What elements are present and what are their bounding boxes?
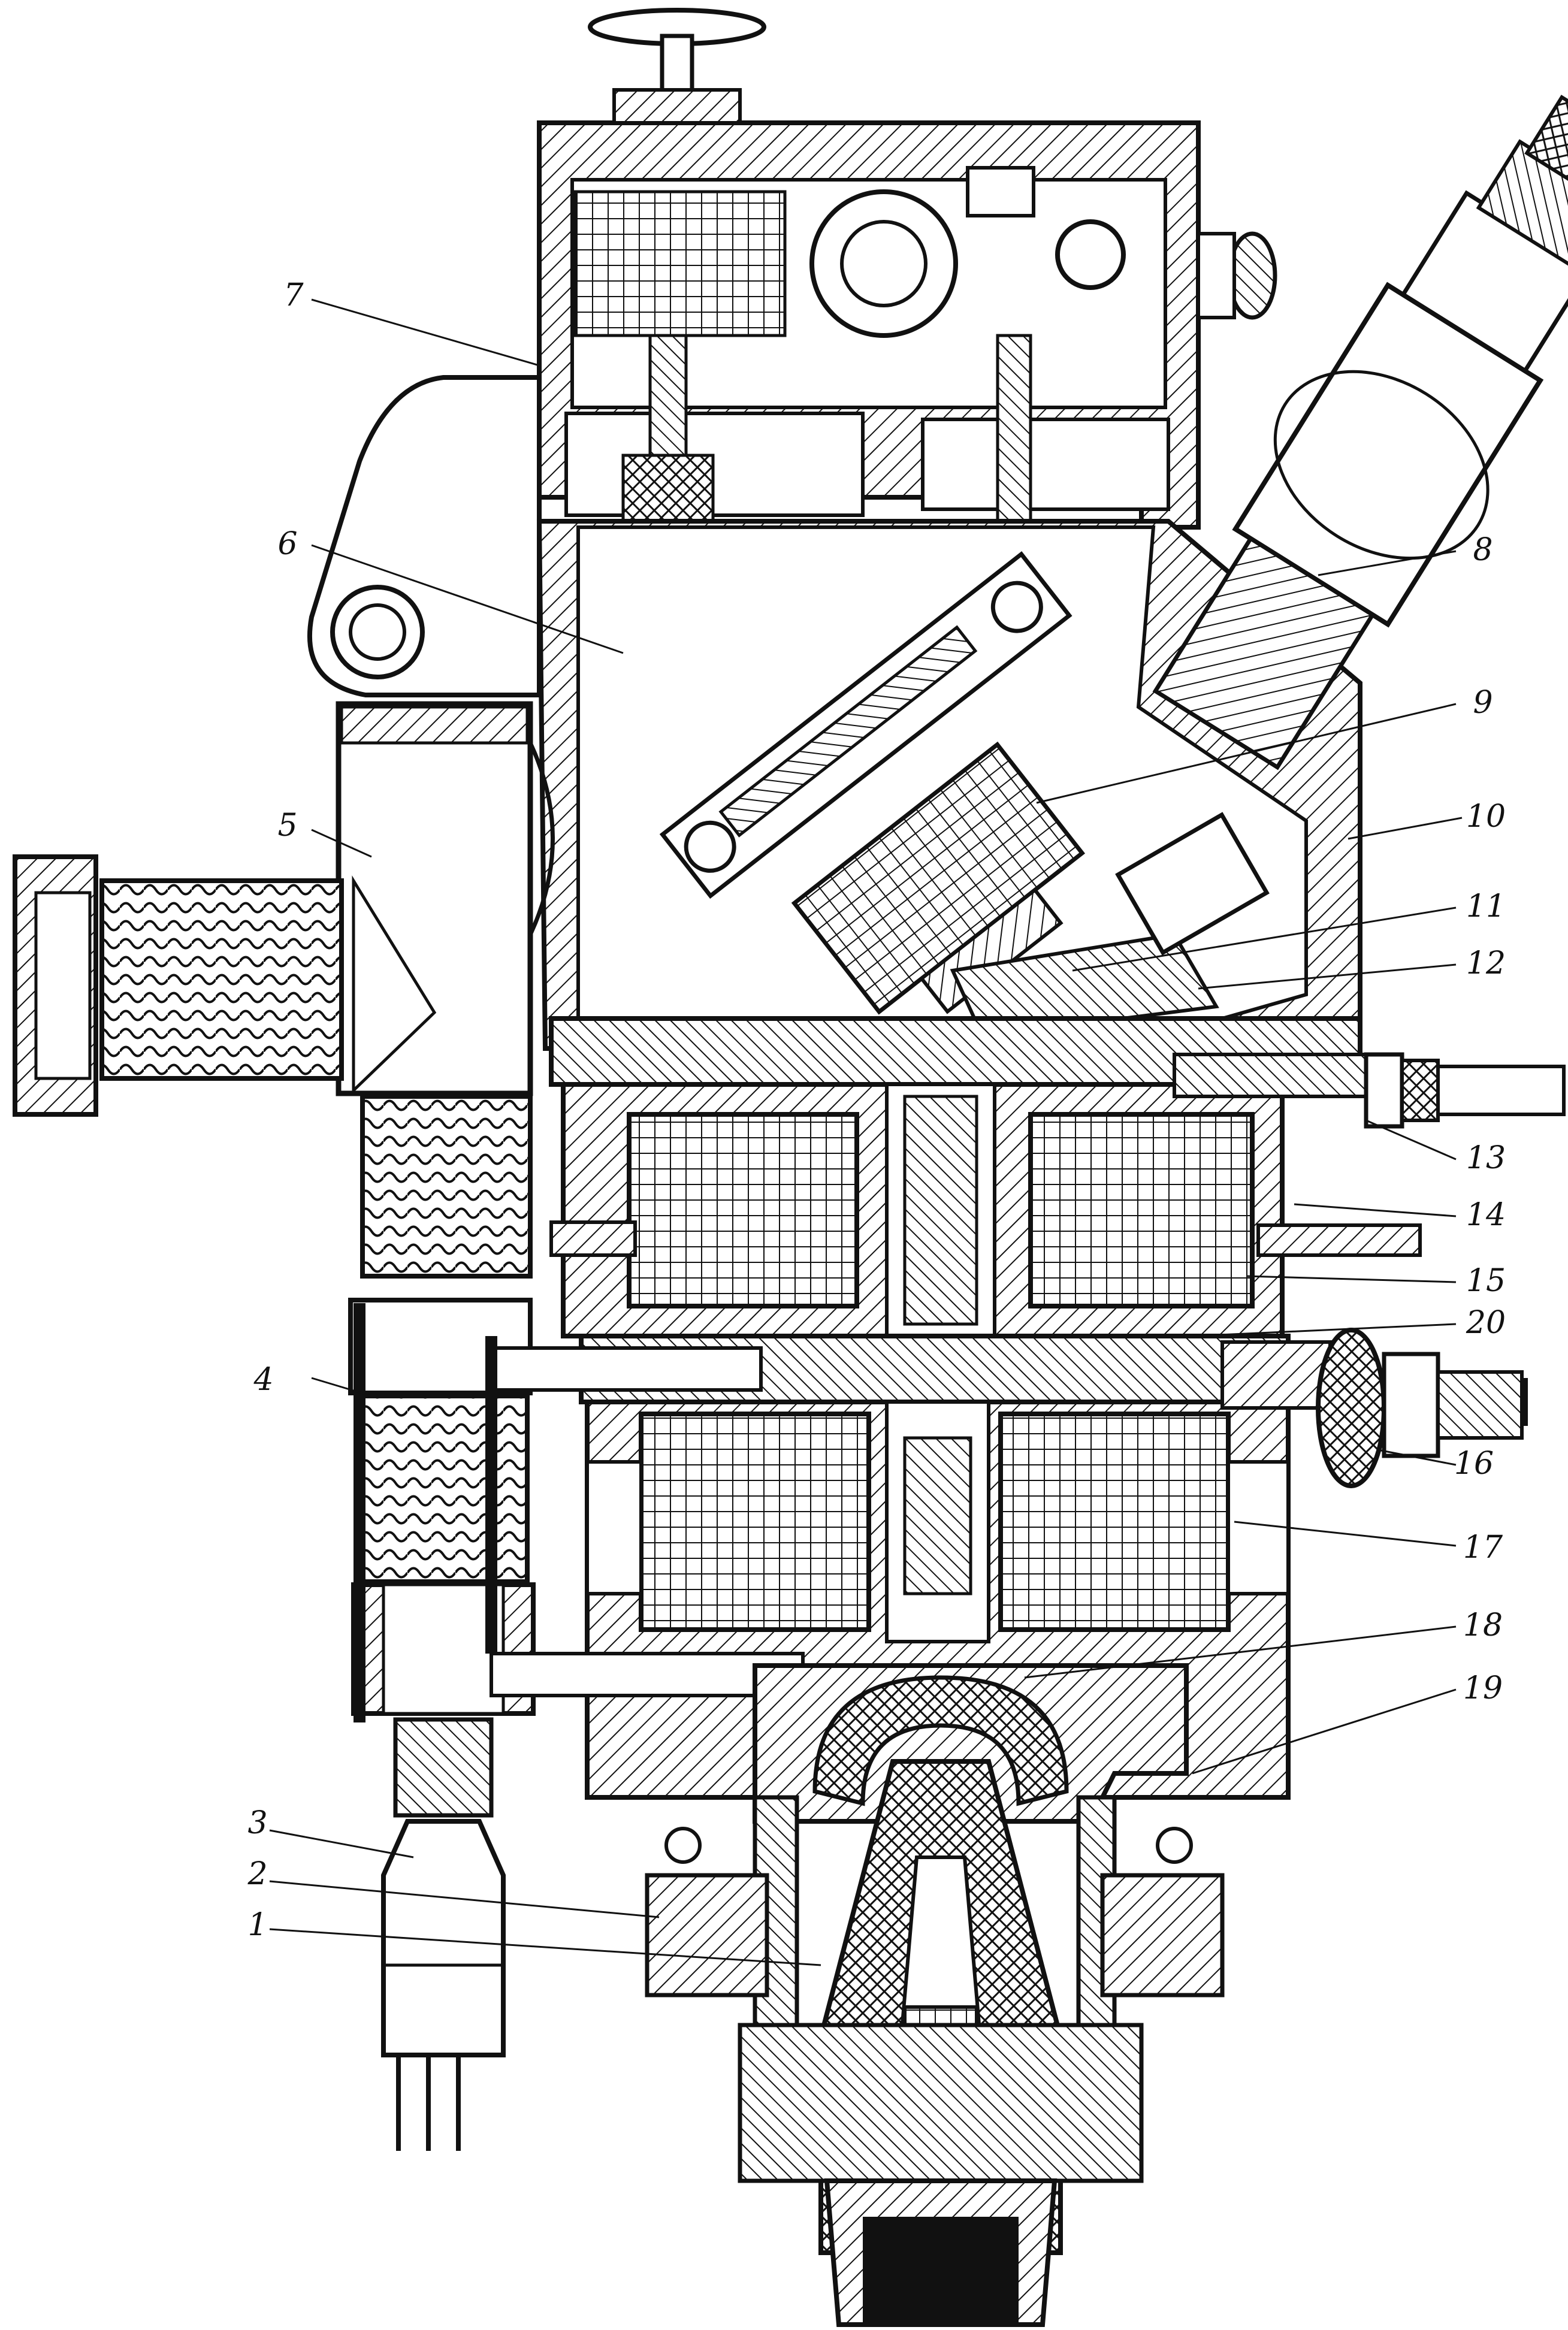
label-11: 11 [1466, 889, 1506, 924]
electron-gun [645, 1663, 1225, 2327]
label-1: 1 [247, 1907, 267, 1943]
label-10: 10 [1466, 799, 1506, 835]
label-14: 14 [1466, 1197, 1506, 1233]
label-4: 4 [253, 1362, 273, 1398]
label-3: 3 [247, 1805, 267, 1841]
top-housing [537, 120, 1201, 541]
label-13: 13 [1466, 1140, 1506, 1176]
object-chamber [536, 519, 1362, 1051]
leader-lines [269, 298, 1463, 1966]
label-15: 15 [1466, 1263, 1506, 1299]
label-5: 5 [277, 808, 297, 844]
vertical-bellows [348, 1094, 536, 1722]
camera-tube [13, 701, 555, 1117]
callout-labels: 7 6 5 4 3 2 1 8 9 10 11 12 13 14 15 20 1… [247, 277, 1506, 1943]
label-17: 17 [1463, 1530, 1503, 1566]
label-2: 2 [247, 1856, 267, 1892]
label-18: 18 [1463, 1607, 1503, 1643]
label-20: 20 [1466, 1305, 1506, 1341]
label-7: 7 [283, 277, 304, 313]
side-knob [1197, 231, 1277, 320]
photomultiplier [381, 1717, 506, 2151]
eyepiece-tube [1152, 95, 1568, 770]
label-16: 16 [1454, 1446, 1494, 1482]
label-6: 6 [277, 526, 297, 562]
label-8: 8 [1473, 532, 1493, 568]
label-12: 12 [1466, 945, 1506, 981]
mounting-lug [307, 375, 542, 697]
connectors [1173, 1052, 1566, 1488]
label-19: 19 [1463, 1670, 1503, 1706]
label-9: 9 [1473, 685, 1493, 721]
top-knob [588, 8, 766, 125]
